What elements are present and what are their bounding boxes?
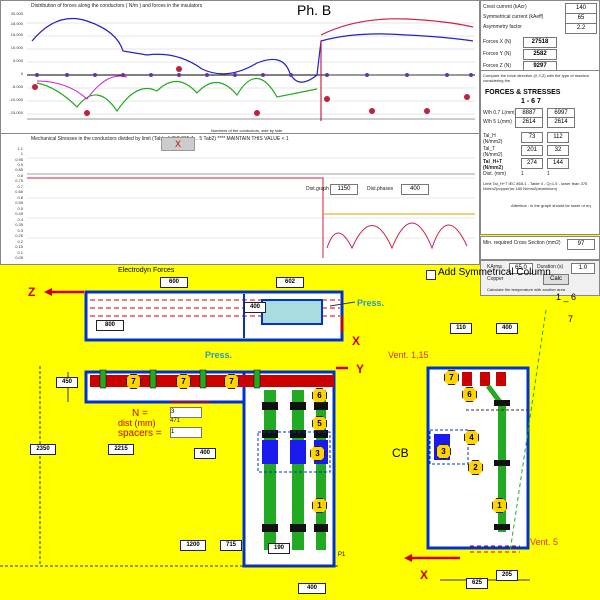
n-select[interactable]: 3: [170, 407, 202, 418]
asym-factor-field[interactable]: 2.2: [565, 23, 597, 34]
electrodyn-forces-label: Electrodyn Forces: [118, 267, 175, 274]
stress-chart: Mechanical Stresses in the conductors di…: [0, 133, 480, 265]
force-plot-area: [27, 17, 475, 121]
busbar-drawing: [0, 288, 547, 581]
dist-graph-field[interactable]: 1150: [330, 184, 358, 195]
add-symmetrical-label: Add Symmetrical Column: [438, 267, 551, 278]
press-label-top: Press.: [357, 298, 385, 308]
press-label-side: Press.: [205, 350, 233, 360]
min-section-field: 97: [567, 239, 595, 250]
stress-chart-caption: Mechanical Stresses in the conductors di…: [31, 136, 289, 142]
karms-field[interactable]: 65.0: [509, 263, 533, 274]
dist-phases-field[interactable]: 400: [401, 184, 429, 195]
add-symmetrical-checkbox[interactable]: [426, 270, 436, 280]
temperature-panel: KArms 65.0 Duration (s) 1.0 Copper Calc …: [480, 260, 600, 296]
force-y-field: 2582: [523, 49, 557, 60]
force-distribution-chart: Distribution of forces along the conduct…: [0, 0, 480, 135]
cross-section-panel: Min. required Cross Section (mm2) 97: [480, 236, 600, 260]
z-axis-label: Z: [28, 285, 36, 299]
current-settings-panel: Crest current (kAcr) 140 Symmetrical cur…: [480, 0, 600, 82]
y-axis-label: Y: [356, 362, 365, 376]
duration-field[interactable]: 1.0: [571, 263, 595, 274]
stress-plot-area: [27, 157, 475, 258]
phase-title: Ph. B: [297, 2, 332, 18]
spacers-select[interactable]: 1: [170, 427, 202, 438]
force-x-field: 27518: [523, 37, 557, 48]
x-axis-label: X: [352, 334, 361, 348]
cb-label: CB: [392, 446, 409, 460]
force-x-caption: Numbers of the conductors, side by side: [211, 128, 283, 133]
calc-button[interactable]: Calc: [543, 274, 569, 285]
close-icon[interactable]: X: [161, 137, 195, 151]
force-chart-title: Distribution of forces along the conduct…: [31, 3, 203, 9]
forces-stresses-panel: Compare the force direction (X,Y,Z) with…: [480, 70, 600, 235]
